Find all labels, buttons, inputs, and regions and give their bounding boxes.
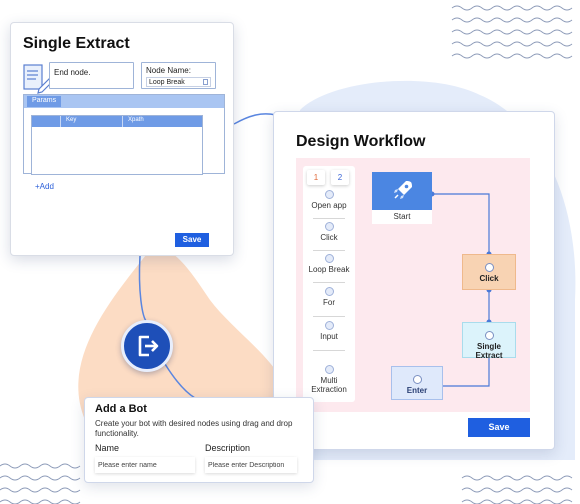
column-divider (122, 116, 123, 127)
single-extract-card: Single Extract End node. Node Name: Loop… (10, 22, 234, 256)
palette-item-loop-break[interactable]: Loop Break (303, 254, 355, 274)
add-bot-card: Add a Bot Create your bot with desired n… (84, 397, 314, 483)
loop-icon (324, 287, 334, 296)
column-divider (60, 116, 61, 127)
exit-icon (138, 335, 159, 357)
enter-icon (412, 375, 422, 384)
node-name-field: Node Name: Loop Break (141, 62, 216, 89)
params-panel: Params Key Xpath (23, 94, 225, 175)
palette-item-input[interactable]: Input (303, 321, 355, 341)
add-param-link[interactable]: +Add (35, 182, 54, 191)
window-icon (324, 190, 334, 199)
palette-item-multi-extraction[interactable]: Multi Extraction (303, 365, 355, 394)
params-table: Key Xpath (31, 115, 203, 175)
start-node-label: Start (393, 212, 411, 221)
node-single-extract[interactable]: Single Extract (462, 322, 516, 360)
palette-divider (313, 350, 345, 351)
palette-item-open-app[interactable]: Open app (303, 190, 355, 210)
palette-item-for[interactable]: For (303, 287, 355, 307)
rocket-icon (394, 181, 412, 199)
palette-tabs: 1 2 (307, 170, 351, 186)
add-bot-description: Create your bot with desired nodes using… (95, 419, 293, 438)
column-key: Key (66, 117, 77, 123)
workflow-title: Design Workflow (296, 133, 426, 150)
palette-divider (313, 316, 345, 317)
description-input[interactable] (205, 457, 297, 473)
design-workflow-card: Design Workflow 1 2 Open app Click (273, 111, 555, 450)
node-enter[interactable]: Enter (391, 366, 443, 400)
node-name-input[interactable]: Loop Break (146, 77, 211, 87)
params-table-header: Key Xpath (32, 116, 202, 127)
name-input[interactable] (95, 457, 195, 473)
input-icon (324, 321, 334, 330)
exit-node-badge (121, 320, 173, 372)
description-label: Description (205, 443, 251, 453)
palette-divider (313, 282, 345, 283)
cursor-icon (484, 263, 494, 272)
node-name-label: Node Name: (146, 66, 191, 75)
workflow-save-button[interactable]: Save (468, 418, 530, 437)
copy-icon (203, 79, 208, 85)
start-node-header (372, 172, 432, 210)
node-start[interactable]: Start (372, 172, 432, 224)
node-palette: 1 2 Open app Click Loop Break For (303, 166, 355, 402)
name-label: Name (95, 443, 120, 453)
params-tab-bar: Params (24, 95, 224, 108)
add-bot-title: Add a Bot (95, 403, 147, 415)
tab-params[interactable]: Params (27, 96, 62, 107)
extract-save-button[interactable]: Save (175, 233, 209, 247)
palette-divider (313, 218, 345, 219)
workflow-canvas[interactable]: 1 2 Open app Click Loop Break For (296, 158, 530, 412)
node-click[interactable]: Click (462, 254, 516, 290)
single-extract-title: Single Extract (23, 35, 130, 52)
extract-icon (324, 365, 334, 374)
palette-item-click[interactable]: Click (303, 222, 355, 242)
column-xpath: Xpath (128, 117, 144, 123)
cursor-icon (324, 222, 334, 231)
palette-tab-1[interactable]: 1 (307, 170, 325, 185)
extract-icon (484, 331, 494, 340)
palette-divider (313, 250, 345, 251)
palette-tab-2[interactable]: 2 (331, 170, 349, 185)
link-icon (324, 254, 334, 263)
end-node-field[interactable]: End node. (49, 62, 134, 89)
